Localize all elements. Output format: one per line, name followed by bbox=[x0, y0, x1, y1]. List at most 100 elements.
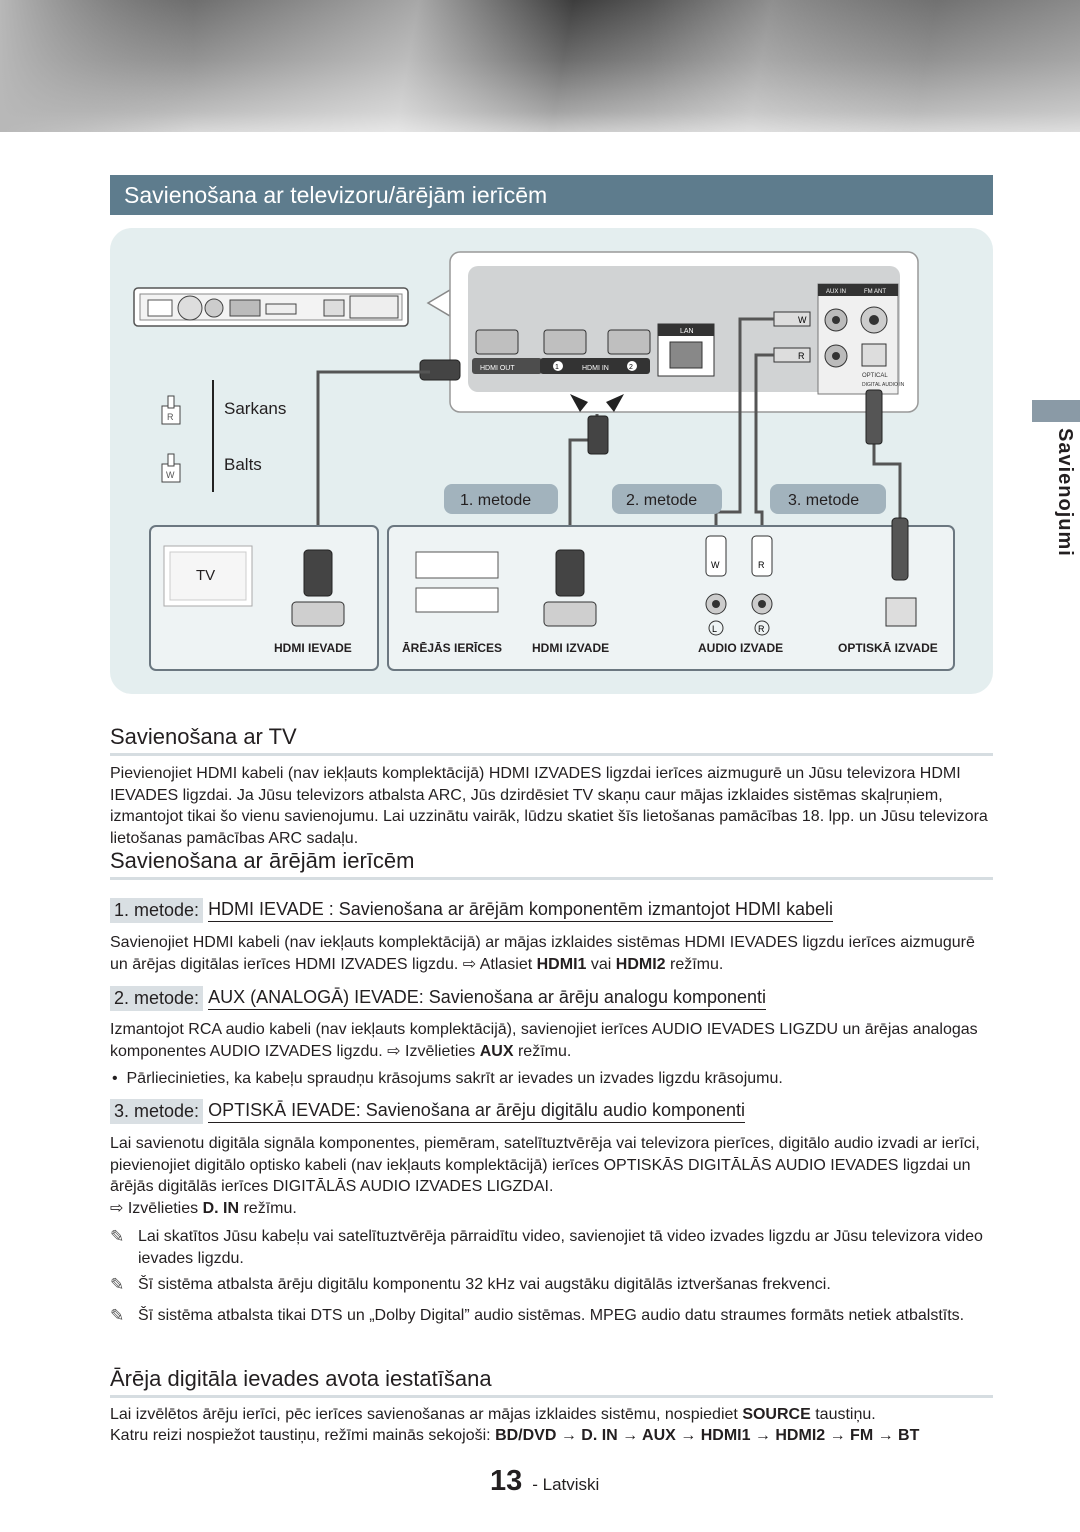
panel-num-1: 1 bbox=[555, 364, 559, 371]
method-2-pill: 2. metode bbox=[612, 484, 722, 514]
legend: R W Sarkans Balts bbox=[161, 380, 286, 492]
plug-w-label: W bbox=[711, 560, 720, 570]
panel-hdmi-out-label: HDMI OUT bbox=[480, 365, 515, 372]
method-2-bullet-text: Pārliecinieties, ka kabeļu spraudņu krās… bbox=[126, 1070, 783, 1087]
arrow-icon: ⇨ bbox=[110, 1200, 124, 1217]
hdmi-in-1-marker bbox=[553, 361, 563, 371]
panel-plug-r: R bbox=[798, 351, 805, 361]
method-2-select: Izvēlieties bbox=[405, 1042, 476, 1060]
method-2-tag: 2. metode: bbox=[110, 985, 204, 1011]
source-section-heading: Ārēja digitāla ievades avota iestatīšana bbox=[110, 1366, 492, 1391]
method-1-select: Atlasiet bbox=[479, 955, 533, 973]
tv-section-body: Pievienojiet HDMI kabeli (nav iekļauts k… bbox=[110, 765, 988, 847]
panel-lan-label: LAN bbox=[680, 328, 694, 335]
method-3-select-line: ⇨ Izvēlieties D. IN režīmu. bbox=[110, 1198, 995, 1220]
panel-aux-in-label: AUX IN bbox=[826, 289, 846, 295]
legend-white-label: Balts bbox=[224, 455, 262, 474]
side-tab: Savienojumi bbox=[1032, 400, 1080, 570]
panel-fm-ant-label: FM ANT bbox=[864, 289, 886, 295]
external-section-rule bbox=[110, 877, 993, 880]
hdmi-in-2-marker bbox=[627, 361, 637, 371]
panel-plug-w: W bbox=[798, 315, 807, 325]
plug-r-label: R bbox=[758, 560, 765, 570]
mode-hdmi2: HDMI2 bbox=[615, 955, 666, 973]
jack-r-label: R bbox=[758, 624, 765, 634]
method-1-body: Savienojiet HDMI kabeli (nav iekļauts ko… bbox=[110, 932, 995, 975]
side-tab-label: Savienojumi bbox=[1054, 428, 1076, 557]
method-1-text: Savienojiet HDMI kabeli (nav iekļauts ko… bbox=[110, 934, 975, 973]
external-devices-caption: ĀRĒJĀS IERĪCES bbox=[402, 641, 502, 655]
method-1-label: 1. metode bbox=[460, 492, 531, 509]
page-number: 13 bbox=[490, 1465, 523, 1497]
connection-diagram-svg: HDMI OUT 1 HDMI IN 2 LAN AUX IN FM ANT bbox=[133, 251, 955, 671]
method-2-body: Izmantojot RCA audio kabeli (nav iekļaut… bbox=[110, 1019, 995, 1062]
panel-digital-label: DIGITAL AUDIO IN bbox=[862, 382, 905, 388]
note-1-text: Lai skatītos Jūsu kabeļu vai satelītuztv… bbox=[138, 1228, 983, 1267]
method-3-label: 3. metode bbox=[788, 492, 859, 509]
rear-panel: HDMI OUT 1 HDMI IN 2 LAN AUX IN FM ANT bbox=[449, 251, 919, 413]
page-footer: 13 - Latviski bbox=[490, 1465, 599, 1501]
optical-out-caption: OPTISKĀ IZVADE bbox=[838, 641, 938, 655]
method-1-heading: 1. metode: HDMI IEVADE : Savienošana ar … bbox=[110, 897, 833, 923]
arrow-icon: ⇨ bbox=[462, 955, 477, 973]
panel-optical-label: OPTICAL bbox=[862, 373, 888, 379]
note-2: ✎ Šī sistēma atbalsta ārēju digitālu kom… bbox=[110, 1274, 995, 1296]
source-line-1: Lai izvēlētos ārēju ierīci, pēc ierīces … bbox=[110, 1404, 995, 1426]
mode-aux: AUX bbox=[479, 1042, 514, 1060]
pencil-note-icon: ✎ bbox=[110, 1227, 125, 1246]
arrow-icon: ⇨ bbox=[387, 1042, 401, 1060]
pencil-note-icon: ✎ bbox=[110, 1306, 125, 1325]
section-title: Savienošana ar televizoru/ārējām ierīcēm bbox=[110, 175, 993, 215]
method-2-end: režīmu. bbox=[517, 1042, 572, 1060]
source-line-2: Katru reizi nospiežot taustiņu, režīmi m… bbox=[110, 1425, 995, 1447]
method-2-label: 2. metode bbox=[626, 492, 697, 509]
method-3-body: Lai savienotu digitāla signāla komponent… bbox=[110, 1135, 980, 1195]
note-3: ✎ Šī sistēma atbalsta tikai DTS un „Dolb… bbox=[110, 1305, 995, 1327]
mode-d-in: D. IN bbox=[202, 1200, 240, 1217]
source-line-1-end: taustiņu. bbox=[815, 1406, 876, 1423]
top-banner bbox=[0, 0, 1080, 132]
method-1-tag: 1. metode: bbox=[110, 897, 204, 923]
method-2-title: AUX (ANALOGĀ) IEVADE: Savienošana ar ārē… bbox=[208, 987, 767, 1010]
note-3-text: Šī sistēma atbalsta tikai DTS un „Dolby … bbox=[138, 1307, 965, 1324]
panel-hdmi-in-label: HDMI IN bbox=[582, 365, 609, 372]
tv-section-rule bbox=[110, 753, 993, 756]
jack-l-label: L bbox=[712, 624, 717, 634]
note-1: ✎ Lai skatītos Jūsu kabeļu vai satelītuz… bbox=[110, 1226, 995, 1269]
method-3-title: OPTISKĀ IEVADE: Savienošana ar ārēju dig… bbox=[208, 1100, 746, 1123]
source-mode-sequence: BD/DVD → D. IN → AUX → HDMI1 → HDMI2 → F… bbox=[495, 1427, 920, 1444]
side-tab-marker bbox=[1032, 400, 1080, 422]
method-3-heading: 3. metode: OPTISKĀ IEVADE: Savienošana a… bbox=[110, 1098, 746, 1124]
page-language: - Latviski bbox=[532, 1475, 600, 1494]
legend-r: R bbox=[167, 412, 174, 422]
connection-diagram: HDMI OUT 1 HDMI IN 2 LAN AUX IN FM ANT bbox=[110, 228, 993, 694]
pencil-note-icon: ✎ bbox=[110, 1275, 125, 1294]
home-theater-unit-icon bbox=[133, 287, 409, 327]
method-3-pill: 3. metode bbox=[770, 484, 886, 514]
panel-num-2: 2 bbox=[629, 364, 633, 371]
hdmi-in-caption: HDMI IEVADE bbox=[274, 641, 352, 655]
source-key: SOURCE bbox=[742, 1406, 811, 1423]
source-section-rule bbox=[110, 1395, 993, 1398]
tv-box: TV HDMI IEVADE bbox=[149, 525, 379, 671]
external-section-heading: Savienošana ar ārējām ierīcēm bbox=[110, 848, 415, 873]
method-3-end: režīmu. bbox=[243, 1200, 297, 1217]
method-1-or: vai bbox=[590, 955, 612, 973]
method-1-end: režīmu. bbox=[670, 955, 724, 973]
audio-out-caption: AUDIO IZVADE bbox=[698, 641, 783, 655]
source-line-2-text: Katru reizi nospiežot taustiņu, režīmi m… bbox=[110, 1427, 491, 1444]
legend-red-label: Sarkans bbox=[224, 399, 286, 418]
legend-w: W bbox=[166, 470, 175, 480]
tv-section-heading: Savienošana ar TV bbox=[110, 724, 297, 749]
method-2-heading: 2. metode: AUX (ANALOGĀ) IEVADE: Savieno… bbox=[110, 985, 767, 1011]
method-2-text: Izmantojot RCA audio kabeli (nav iekļaut… bbox=[110, 1021, 978, 1060]
bullet-icon: • bbox=[112, 1070, 127, 1087]
mode-hdmi1: HDMI1 bbox=[536, 955, 587, 973]
method-3-tag: 3. metode: bbox=[110, 1098, 204, 1124]
hdmi-out-caption: HDMI IZVADE bbox=[532, 641, 609, 655]
note-2-text: Šī sistēma atbalsta ārēju digitālu kompo… bbox=[138, 1276, 831, 1293]
tv-label: TV bbox=[196, 567, 215, 584]
method-2-bullet: • Pārliecinieties, ka kabeļu spraudņu kr… bbox=[112, 1070, 783, 1088]
external-devices-box: ĀRĒJĀS IERĪCES HDMI IZVADE W R L R AUDIO… bbox=[387, 517, 955, 671]
method-1-pill: 1. metode bbox=[444, 484, 558, 514]
